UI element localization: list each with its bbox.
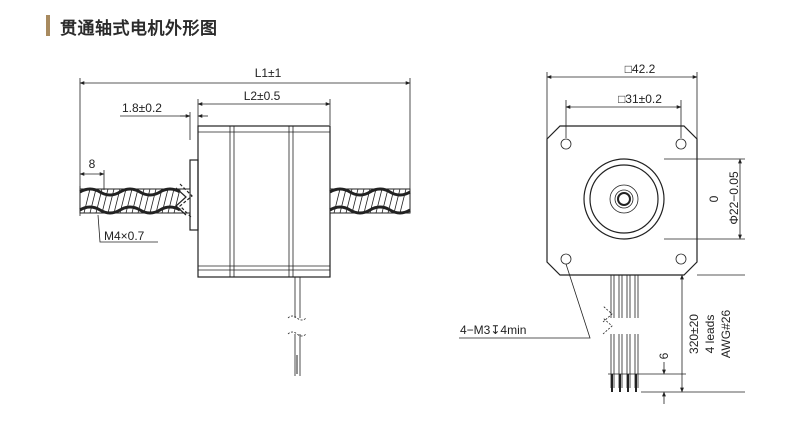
lead-gauge-label: AWG#26 (719, 310, 733, 359)
dim-flange-label: 1.8±0.2 (122, 101, 162, 115)
dim-l2-label: L2±0.5 (244, 89, 281, 103)
hole-note-label: 4−M3↧4min (460, 323, 526, 337)
motor-body (197, 125, 331, 278)
dim-thread-len-label: 8 (89, 157, 96, 171)
mount-hole-br (675, 253, 687, 265)
lead-screw-left (79, 186, 191, 216)
lead-strip-label: 6 (657, 352, 671, 359)
lead-length-label: 320±20 (687, 314, 701, 354)
motor-face-plate (546, 125, 698, 276)
page-title: 贯通轴式电机外形图 (60, 19, 218, 39)
screw-outer (614, 189, 634, 209)
lead-screw-right (329, 187, 411, 215)
mount-hole-tl (560, 138, 572, 150)
screw-core (617, 192, 631, 206)
lead-wires-side (287, 277, 307, 376)
dim-pilot-tol-label: 0 (707, 195, 721, 202)
mount-hole-bl (560, 253, 572, 265)
dim-hole-spacing-label: □31±0.2 (618, 92, 662, 106)
dim-l1-label: L1±1 (255, 66, 282, 80)
title-accent-bar (46, 15, 50, 36)
pilot-inner-ring (589, 164, 659, 234)
thread-spec-label: M4×0.7 (104, 229, 145, 243)
lead-wires-front (602, 275, 641, 392)
bearing-ring (609, 184, 639, 214)
lead-count-label: 4 leads (703, 315, 717, 354)
mount-hole-tr (675, 138, 687, 150)
break-mark-left (179, 183, 193, 219)
front-view: □42.2 □31±0.2 Φ22−0.05 0 4−M3↧4min (459, 62, 745, 404)
pilot-boss (583, 158, 665, 240)
side-view: L1±1 L2±0.5 1.8±0.2 (79, 66, 411, 376)
dim-pilot-label: Φ22−0.05 (727, 171, 741, 225)
dim-width-label: □42.2 (625, 62, 656, 76)
